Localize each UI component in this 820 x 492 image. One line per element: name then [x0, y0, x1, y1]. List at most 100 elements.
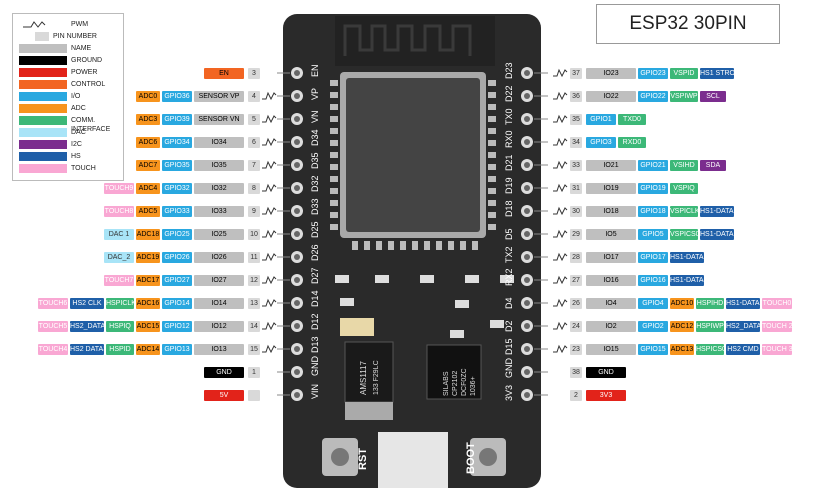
- module-pad: [488, 188, 496, 194]
- module-pad: [488, 80, 496, 86]
- legend-swatch: [19, 92, 67, 101]
- board-pin-name: EN: [310, 64, 320, 77]
- smd-component: [455, 300, 469, 308]
- pin-label-comm: VSPIQ: [670, 182, 698, 194]
- module-pad: [488, 200, 496, 206]
- pin-label-name: IO23: [586, 67, 636, 79]
- board-pin-name: D33: [310, 198, 320, 215]
- module-pad: [400, 241, 406, 250]
- pin-hole: [524, 70, 530, 76]
- pin-hole: [524, 208, 530, 214]
- usb-connector: [378, 432, 448, 488]
- pin-label-adc: ADC12: [670, 320, 694, 332]
- module-pad: [488, 164, 496, 170]
- pin-number: 34: [570, 136, 582, 148]
- pin-label-touch: TOUCH 3: [762, 343, 792, 355]
- pin-label-comm: VSIHD: [670, 159, 698, 171]
- pin-label-hs: HS1-DATA1: [726, 297, 760, 309]
- board-pin-name: D5: [504, 228, 514, 240]
- pin-hole: [294, 346, 300, 352]
- pin-label-name: IO16: [586, 274, 636, 286]
- smd-component: [340, 298, 354, 306]
- module-pad: [330, 212, 338, 218]
- pin-hole: [294, 185, 300, 191]
- pin-label-hs: HS2 DATA3: [70, 343, 104, 355]
- module-pad: [488, 92, 496, 98]
- pin-label-adc: ADC5: [136, 205, 160, 217]
- pin-number: 9: [248, 205, 260, 217]
- pwm-icon: [553, 137, 568, 147]
- pin-hole: [294, 300, 300, 306]
- board-pin-name: GND: [504, 358, 514, 379]
- pwm-icon: [262, 229, 277, 239]
- antenna-area: [335, 16, 495, 66]
- pin-number: 10: [248, 228, 260, 240]
- pin-hole: [524, 93, 530, 99]
- pin-number: 5: [248, 113, 260, 125]
- pin-label-io: GPIO3: [586, 136, 616, 148]
- module-pad: [330, 116, 338, 122]
- pwm-icon: [553, 114, 568, 124]
- board-pin-name: D2: [504, 320, 514, 332]
- pin-hole: [294, 392, 300, 398]
- pin-label-io: GPIO22: [638, 90, 668, 102]
- board-pin-name: D12: [310, 313, 320, 330]
- board-pin-name: 3V3: [504, 385, 514, 401]
- pin-number: 37: [570, 67, 582, 79]
- legend-swatch: [35, 32, 49, 41]
- pin-label-hs: HS1 STROBE: [700, 67, 734, 79]
- pin-label-adc: ADC16: [136, 297, 160, 309]
- pwm-icon: [262, 183, 277, 193]
- pin-label-adc: ADC4: [136, 182, 160, 194]
- legend-swatch: [19, 140, 67, 149]
- module-pad: [330, 140, 338, 146]
- legend-label: PWM: [71, 21, 89, 28]
- pin-label-io: GPIO17: [638, 251, 668, 263]
- pin-label-name: IO34: [194, 136, 244, 148]
- board-pin-name: D4: [504, 297, 514, 309]
- legend-swatch: [19, 56, 67, 65]
- pin-label-io: GPIO4: [638, 297, 668, 309]
- pin-label-hs: HS2_DATA0: [726, 320, 760, 332]
- pin-label-hs: HS2 CMD: [726, 343, 760, 355]
- pin-label-touch: TOUCH6: [38, 297, 68, 309]
- pin-label-touch: TOUCH4: [38, 343, 68, 355]
- pin-label-io: GPIO26: [162, 251, 192, 263]
- pwm-icon: [553, 229, 568, 239]
- regulator-text: 133 F29LC: [373, 360, 380, 395]
- pwm-icon: [553, 298, 568, 308]
- module-pad: [436, 241, 442, 250]
- boot-button-cap: [479, 448, 497, 466]
- pwm-icon: [262, 298, 277, 308]
- pin-label-adc: ADC7: [136, 159, 160, 171]
- pin-hole: [294, 139, 300, 145]
- pin-label-name: IO12: [194, 320, 244, 332]
- pin-hole: [294, 231, 300, 237]
- pin-label-comm: HSPID: [106, 343, 134, 355]
- rst-button-cap: [331, 448, 349, 466]
- pin-number: 14: [248, 320, 260, 332]
- pin-label-adc: ADC13: [670, 343, 694, 355]
- module-pad: [448, 241, 454, 250]
- boot-label: BOOT: [465, 442, 477, 474]
- board-pin-name: D35: [310, 152, 320, 169]
- board-pin-name: D19: [504, 177, 514, 194]
- pwm-icon: [553, 91, 568, 101]
- pin-number: 36: [570, 90, 582, 102]
- legend-label: NAME: [71, 45, 92, 52]
- pin-hole: [294, 254, 300, 260]
- board-pin-name: TX2: [504, 246, 514, 263]
- pin-label-dac: DAC 1: [104, 228, 134, 240]
- board-pin-name: D13: [310, 336, 320, 353]
- pin-label-adc: ADC15: [136, 320, 160, 332]
- pin-label-comm: RXD0: [618, 136, 646, 148]
- board-pin-name: D27: [310, 267, 320, 284]
- board-pin-name: D32: [310, 175, 320, 192]
- capacitor: [340, 318, 374, 336]
- pin-number: 23: [570, 343, 582, 355]
- pin-label-comm: VSPIWP: [670, 90, 698, 102]
- pin-label-name: IO26: [194, 251, 244, 263]
- pin-label-name: IO17: [586, 251, 636, 263]
- pin-label-name: IO13: [194, 343, 244, 355]
